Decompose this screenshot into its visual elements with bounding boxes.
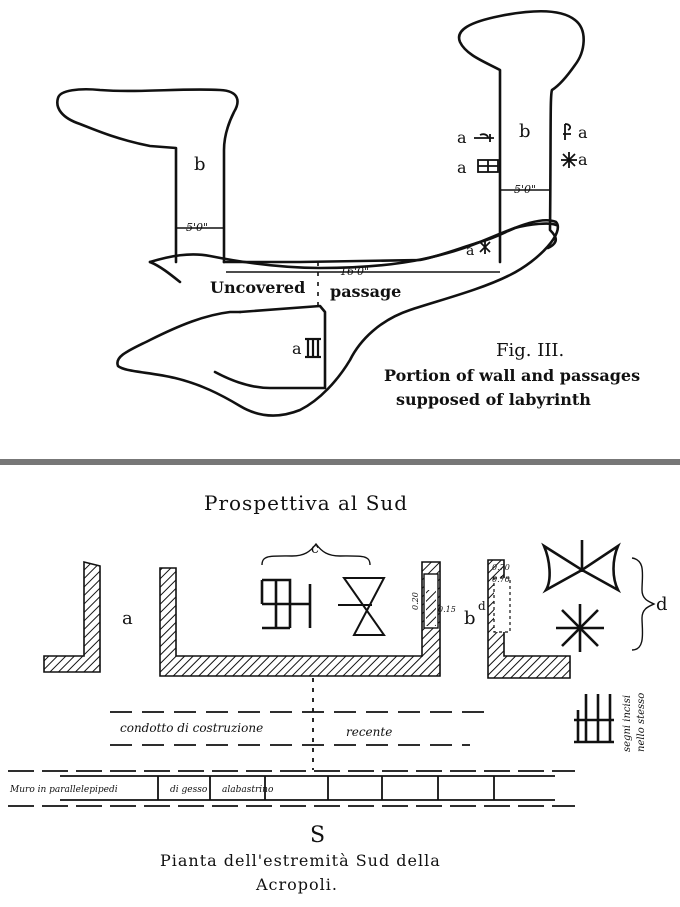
plan-wall-note-1: Muro in parallelepipedi	[9, 785, 118, 795]
fig3-caption-line1: Portion of wall and passages	[384, 366, 640, 385]
plan-dim-small: 0.15	[438, 605, 456, 614]
plan-dims-right: 0.70	[492, 575, 510, 584]
plan-label-a: a	[122, 608, 133, 629]
fig3-symbols	[305, 123, 577, 359]
plan-wall-b	[487, 559, 571, 679]
plan-dims-left: 0.20	[411, 592, 420, 610]
fig3-label-b-left: b	[194, 154, 206, 175]
key-symbol-right-icon	[563, 123, 572, 140]
fig3-texts: b b 5'0" 5'0" 16'0" a a a a a a Uncovere…	[186, 121, 640, 409]
fret-symbol-icon	[260, 578, 312, 630]
fig3-label-a-key-right: a	[578, 123, 588, 142]
plan-label-b: b	[464, 608, 476, 629]
fig3-label-a-three: a	[292, 339, 302, 358]
plan-wall-u	[159, 561, 441, 677]
fig3-dim-passage: 16'0"	[340, 265, 369, 278]
brace-c-icon	[261, 542, 371, 566]
section-divider	[0, 459, 680, 465]
fig3-right-wall	[457, 9, 585, 264]
plan-dims-left-2: 0.70	[492, 563, 510, 572]
star-symbol-icon	[556, 604, 604, 652]
fig3-dim-left: 5'0"	[186, 221, 208, 234]
fig3-label-a-star-right: a	[578, 150, 588, 169]
plan-title: Prospettiva al Sud	[204, 491, 408, 515]
fig3-dimensions	[176, 189, 550, 306]
fig3-uncovered: Uncovered	[210, 278, 305, 297]
fig3-passage: passage	[330, 282, 401, 301]
fig3-left-wall	[56, 87, 239, 264]
plan-dashed-note-2: recente	[346, 725, 392, 739]
plan-symbols-c	[260, 542, 386, 636]
plan-caption-line1: Pianta dell'estremità Sud della	[160, 851, 441, 870]
fig3-left-tail	[148, 260, 182, 284]
plan-label-d-right: d	[656, 594, 668, 615]
plan-wall-note-2: di gesso	[170, 785, 208, 795]
brace-d-icon	[631, 557, 656, 651]
fig3-label-a-grid: a	[457, 158, 467, 177]
fig3-passage-outline	[116, 218, 560, 417]
fig3-label-b-right: b	[519, 121, 531, 142]
plan-south: S	[310, 823, 325, 848]
three-bars-symbol-icon	[305, 337, 321, 359]
fig3-label-a-key: a	[457, 128, 467, 147]
double-axe-large-icon	[541, 540, 622, 594]
plan-vertical-note-2: nello stesso	[636, 693, 647, 752]
fig3-dim-right: 5'0"	[514, 183, 536, 196]
plan-vertical-note-1: segni incisi	[622, 695, 633, 752]
plan-caption-line2: Acropoli.	[255, 875, 338, 894]
plan-wall-note-3: alabastrino	[222, 785, 274, 795]
plan-wall-a	[43, 560, 101, 673]
fig3-label-a-star-bottom: a	[466, 243, 474, 259]
fig3-caption-line2: supposed of labyrinth	[396, 390, 591, 409]
plan-block-row	[8, 770, 575, 807]
plan-label-d-small: d	[478, 599, 486, 613]
fig3-bottom-wall	[222, 222, 558, 264]
fig3-fig-label: Fig. III.	[496, 340, 564, 361]
comb-symbol-icon	[574, 694, 614, 744]
plan-texts: a c b d d 0.20 0.70 0.70 0.15 segni inci…	[9, 541, 668, 894]
plan-symbols-d	[541, 540, 656, 744]
double-axe-symbol-icon	[338, 577, 386, 636]
fig3-room	[213, 304, 327, 390]
asterisk-symbol-icon	[561, 152, 577, 168]
key-symbol-icon	[474, 133, 494, 142]
plan-dashed-conduit	[110, 678, 490, 770]
plan-label-c: c	[311, 541, 319, 557]
fig3-drawing	[56, 9, 585, 417]
asterisk-symbol-bottom-icon	[479, 240, 491, 254]
plan-dashed-note-1: condotto di costruzione	[120, 721, 263, 735]
